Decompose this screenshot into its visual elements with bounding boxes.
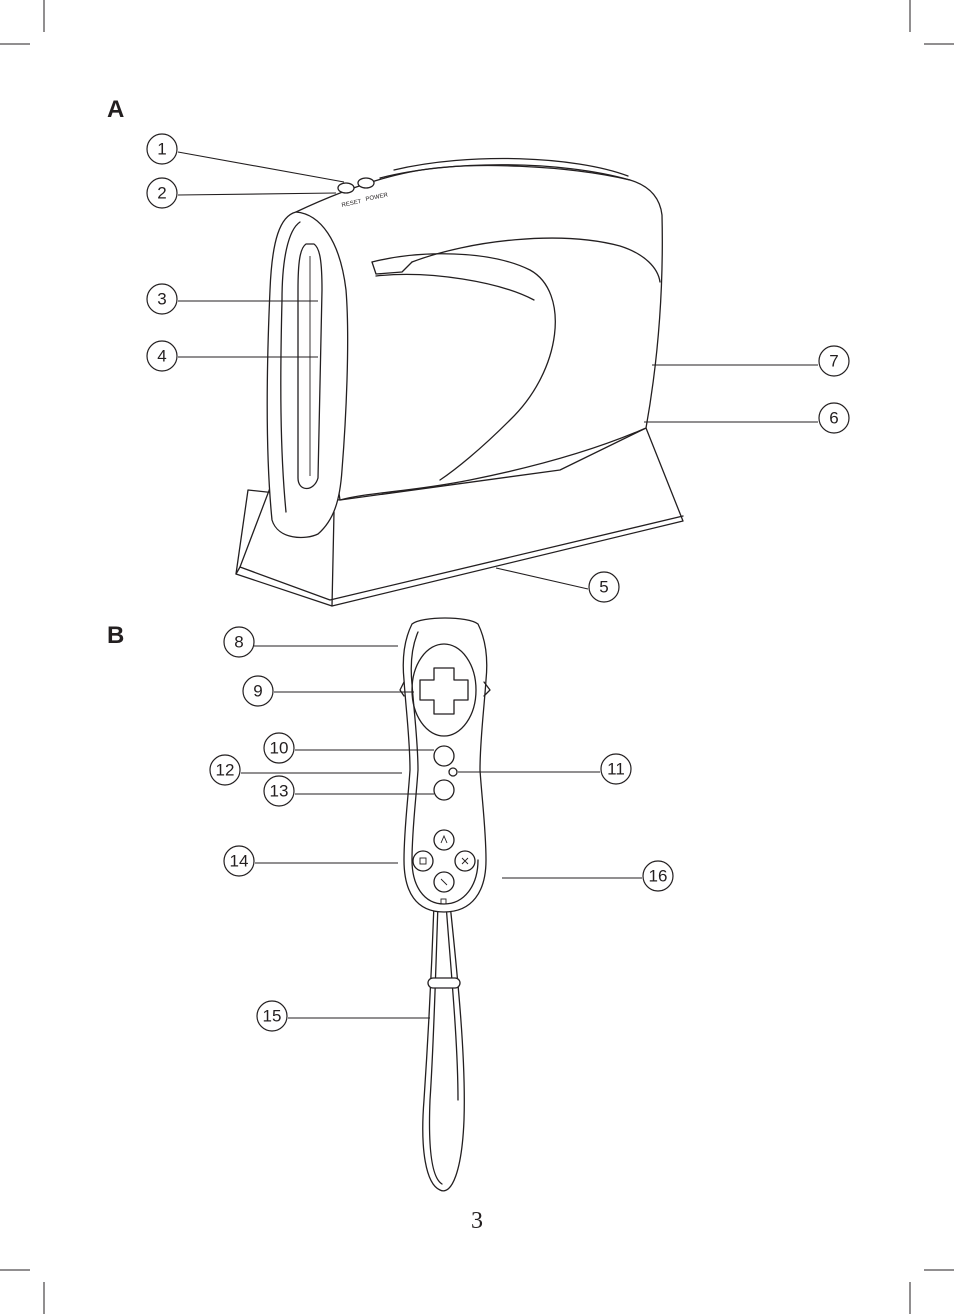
callout-16-label: 16 bbox=[649, 867, 668, 886]
callout-13-label: 13 bbox=[270, 782, 289, 801]
callout-7-label: 7 bbox=[829, 352, 838, 371]
page-number: 3 bbox=[0, 1208, 954, 1235]
callout-10-label: 10 bbox=[270, 739, 289, 758]
callout-6-label: 6 bbox=[829, 409, 838, 428]
callout-4-label: 4 bbox=[157, 347, 166, 366]
callout-13: 13 bbox=[264, 776, 434, 806]
callout-11-label: 11 bbox=[607, 760, 625, 779]
callout-1: 1 bbox=[147, 134, 344, 182]
callout-1-label: 1 bbox=[157, 140, 166, 159]
callout-9: 9 bbox=[243, 676, 414, 706]
callout-5: 5 bbox=[496, 568, 619, 602]
callout-15: 15 bbox=[257, 1001, 430, 1031]
callout-14: 14 bbox=[224, 846, 398, 876]
callout-11: 11 bbox=[458, 754, 631, 784]
callout-7: 7 bbox=[652, 346, 849, 376]
callout-12-label: 12 bbox=[216, 761, 235, 780]
callout-15-label: 15 bbox=[263, 1007, 282, 1026]
callout-8-label: 8 bbox=[234, 633, 243, 652]
callout-10: 10 bbox=[264, 733, 434, 763]
callout-2-label: 2 bbox=[157, 184, 166, 203]
callout-16: 16 bbox=[502, 861, 673, 891]
callout-14-label: 14 bbox=[230, 852, 249, 871]
callout-3: 3 bbox=[147, 284, 318, 314]
callout-12: 12 bbox=[210, 755, 402, 785]
callout-8: 8 bbox=[224, 627, 398, 657]
callout-5-label: 5 bbox=[599, 578, 608, 597]
callout-2: 2 bbox=[147, 178, 336, 208]
callout-6: 6 bbox=[644, 403, 849, 433]
callout-9-label: 9 bbox=[253, 682, 262, 701]
callout-3-label: 3 bbox=[157, 290, 166, 309]
callout-4: 4 bbox=[147, 341, 318, 371]
